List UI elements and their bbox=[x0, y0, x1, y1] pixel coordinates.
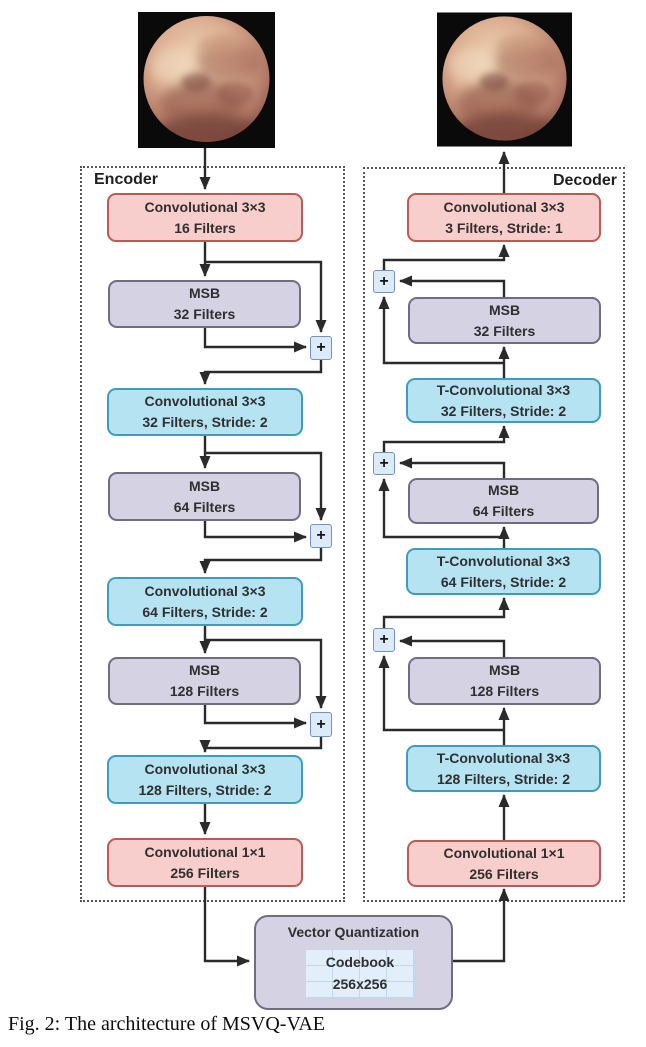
block-line2: 256 Filters bbox=[170, 864, 240, 881]
block-line2: 128 Filters bbox=[169, 683, 240, 699]
enc-conv-128-block: Convolutional 3×3 128 Filters, Stride: 2 bbox=[107, 755, 303, 804]
block-line1: MSB bbox=[188, 285, 221, 301]
block-line1: MSB bbox=[188, 477, 221, 494]
dec-tconv-128-block: T-Convolutional 3×3 128 Filters, Stride: … bbox=[406, 745, 601, 792]
block-line2: 32 Filters, Stride: 2 bbox=[440, 402, 567, 419]
decoder-add-node-2: + bbox=[373, 452, 395, 475]
block-line2: 64 Filters bbox=[472, 503, 535, 519]
block-line1: Convolutional 3×3 bbox=[144, 393, 266, 409]
block-line2: 128 Filters bbox=[469, 683, 540, 699]
block-line2: 32 Filters, Stride: 2 bbox=[142, 414, 268, 430]
enc-msb-128-block: MSB 128 Filters bbox=[108, 657, 301, 705]
reconstructed-endoscopy-image bbox=[437, 12, 572, 147]
block-line2: 32 Filters bbox=[173, 306, 236, 322]
encoder-add-node-2: + bbox=[310, 524, 332, 548]
decoder-label: Decoder bbox=[552, 172, 617, 189]
figure-caption: Fig. 2: The architecture of MSVQ-VAE bbox=[8, 1013, 325, 1035]
block-line1: T-Convolutional 3×3 bbox=[436, 749, 571, 766]
block-line1: Convolutional 3×3 bbox=[443, 198, 565, 215]
block-line1: Convolutional 1×1 bbox=[443, 844, 565, 861]
block-line1: T-Convolutional 3×3 bbox=[436, 381, 571, 398]
dec-conv-3-block: Convolutional 3×3 3 Filters, Stride: 1 bbox=[407, 193, 601, 242]
dec-tconv-32-block: T-Convolutional 3×3 32 Filters, Stride: 2 bbox=[406, 378, 601, 423]
enc-conv-32-block: Convolutional 3×3 32 Filters, Stride: 2 bbox=[107, 388, 303, 436]
input-endoscopy-image bbox=[138, 12, 275, 148]
dec-tconv-64-block: T-Convolutional 3×3 64 Filters, Stride: 2 bbox=[406, 548, 601, 595]
dec-msb-32-block: MSB 32 Filters bbox=[408, 297, 601, 344]
vector-quantization-title: Vector Quantization bbox=[287, 924, 420, 940]
block-line2: 3 Filters, Stride: 1 bbox=[445, 219, 563, 236]
enc-msb-32-block: MSB 32 Filters bbox=[108, 280, 301, 328]
block-line1: Convolutional 1×1 bbox=[144, 843, 266, 860]
enc-conv-64-block: Convolutional 3×3 64 Filters, Stride: 2 bbox=[107, 577, 303, 626]
codebook-table: Codebook 256x256 bbox=[305, 949, 415, 999]
block-line1: T-Convolutional 3×3 bbox=[436, 552, 571, 569]
block-line1: Convolutional 3×3 bbox=[144, 582, 266, 599]
decoder-add-node-1: + bbox=[373, 270, 395, 293]
decoder-add-node-3: + bbox=[373, 628, 395, 652]
block-line2: 32 Filters bbox=[473, 322, 536, 339]
encoder-add-node-3: + bbox=[310, 712, 332, 737]
enc-conv-16-block: Convolutional 3×3 16 Filters bbox=[107, 193, 303, 242]
encoder-label: Encoder bbox=[94, 171, 159, 188]
block-line1: MSB bbox=[488, 662, 521, 678]
codebook-label: Codebook bbox=[325, 954, 395, 971]
block-line2: 128 Filters, Stride: 2 bbox=[138, 781, 272, 798]
block-line2: 128 Filters, Stride: 2 bbox=[436, 770, 571, 787]
block-line2: 256 Filters bbox=[469, 865, 539, 882]
block-line1: Convolutional 3×3 bbox=[144, 198, 266, 215]
block-line1: MSB bbox=[487, 482, 520, 498]
block-line2: 64 Filters, Stride: 2 bbox=[142, 603, 268, 620]
block-line2: 64 Filters bbox=[173, 498, 236, 515]
vector-quantization-box: Vector Quantization Codebook 256x256 bbox=[254, 915, 453, 1010]
block-line2: 16 Filters bbox=[174, 219, 236, 236]
block-line1: Convolutional 3×3 bbox=[144, 760, 266, 777]
block-line1: MSB bbox=[188, 662, 221, 678]
enc-msb-64-block: MSB 64 Filters bbox=[108, 472, 301, 521]
dec-msb-128-block: MSB 128 Filters bbox=[408, 657, 601, 705]
block-line1: MSB bbox=[488, 301, 521, 318]
encoder-add-node-1: + bbox=[310, 336, 332, 360]
block-line2: 64 Filters, Stride: 2 bbox=[440, 573, 567, 590]
dec-conv-1x1-block: Convolutional 1×1 256 Filters bbox=[407, 840, 601, 887]
dec-msb-64-block: MSB 64 Filters bbox=[408, 478, 599, 524]
enc-conv-1x1-block: Convolutional 1×1 256 Filters bbox=[107, 838, 303, 887]
codebook-size: 256x256 bbox=[332, 976, 388, 992]
